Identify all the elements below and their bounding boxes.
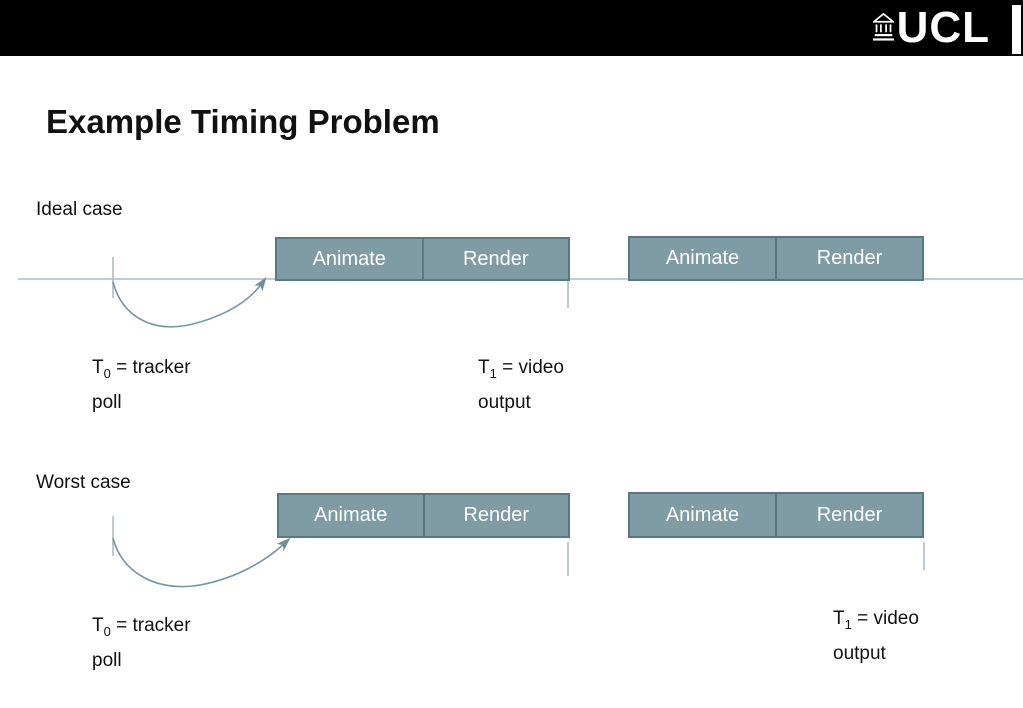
worst-block-2: Animate Render [628, 492, 924, 538]
worst-case-label: Worst case [36, 472, 131, 493]
render-box: Render [422, 495, 569, 536]
t1-line2: output [478, 392, 531, 413]
render-box: Render [775, 238, 922, 279]
ucl-logo: UCL [872, 3, 990, 53]
header-bar: UCL [0, 0, 1023, 56]
page-title: Example Timing Problem [46, 103, 440, 140]
ideal-case-label: Ideal case [36, 199, 123, 220]
ideal-t0-label: T0 = tracker poll [92, 353, 191, 417]
t1-line2: output [833, 643, 886, 664]
ideal-t1-label: T1 = video output [478, 353, 564, 417]
t1-line1: T1 = video [833, 608, 919, 632]
render-box: Render [421, 239, 569, 279]
ucl-logo-text: UCL [896, 3, 990, 52]
t0-line1: T0 = tracker [92, 615, 191, 639]
render-box: Render [775, 494, 922, 536]
worst-t0-label: T0 = tracker poll [92, 611, 191, 675]
ideal-block-1: Animate Render [275, 237, 570, 281]
animate-box: Animate [665, 503, 740, 526]
t0-line1: T0 = tracker [92, 357, 191, 381]
animate-box: Animate [312, 247, 386, 270]
header-accent-bar [1012, 5, 1021, 54]
worst-poll-arrow [112, 537, 291, 588]
ideal-poll-arrow [112, 277, 267, 328]
t0-line2: poll [92, 392, 122, 413]
t0-line2: poll [92, 650, 122, 671]
animate-box: Animate [665, 247, 740, 269]
ucl-portico-icon [872, 13, 894, 41]
worst-t1-label: T1 = video output [833, 604, 919, 668]
animate-box: Animate [314, 504, 388, 526]
t1-line1: T1 = video [478, 357, 564, 381]
worst-block-1: Animate Render [277, 493, 570, 538]
ideal-block-2: Animate Render [628, 236, 924, 281]
